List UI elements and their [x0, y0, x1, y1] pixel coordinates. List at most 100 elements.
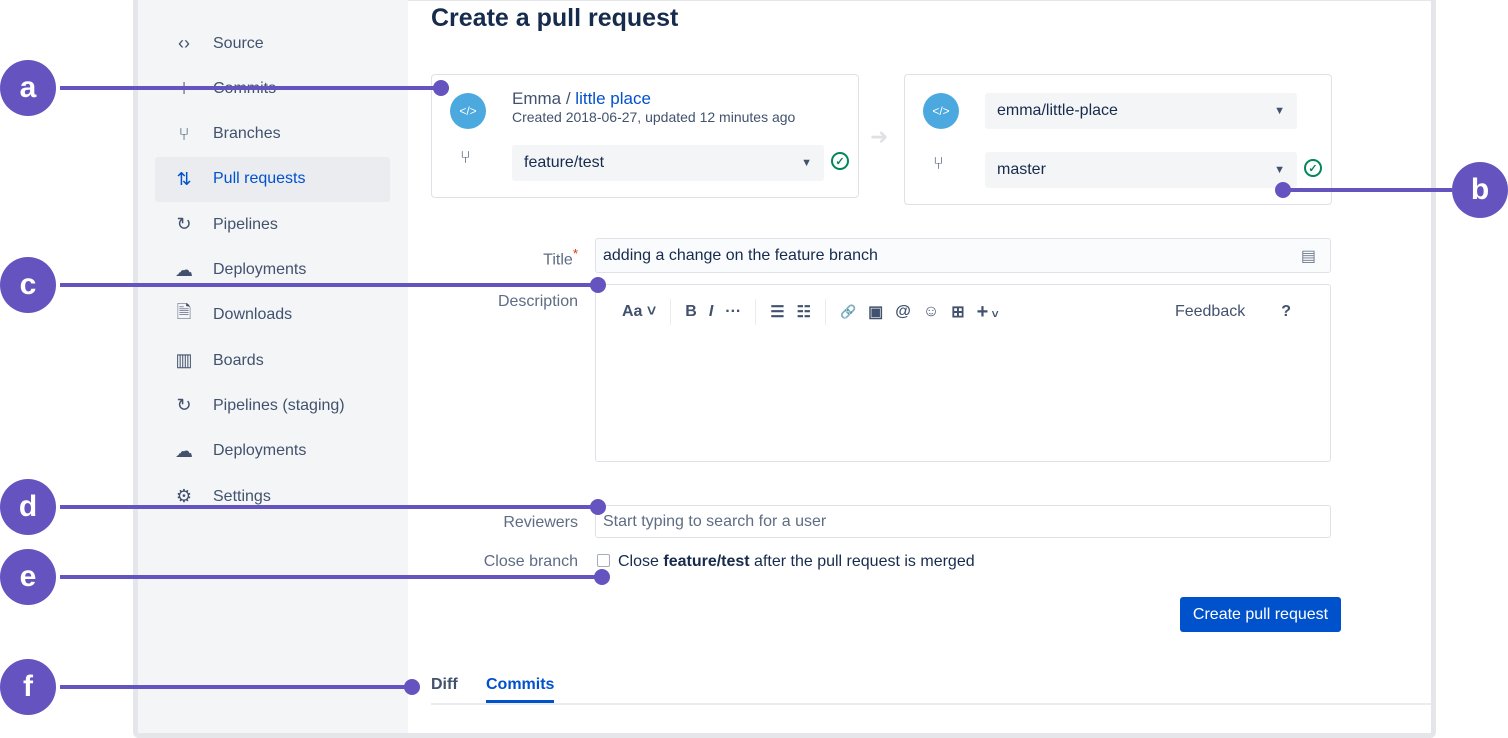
callout-f: f — [0, 659, 56, 715]
insert-button[interactable]: + ˅ — [976, 300, 999, 323]
title-input[interactable]: adding a change on the feature branch ▤ — [595, 238, 1331, 273]
sidebar-item-label: Pull requests — [213, 170, 306, 188]
feedback-button[interactable]: Feedback — [1174, 303, 1246, 320]
callout-dot — [594, 569, 610, 585]
page-title: Create a pull request — [431, 4, 679, 32]
branch-icon: ⑂ — [933, 153, 944, 173]
sidebar — [138, 0, 408, 733]
tabs-divider — [431, 703, 1431, 705]
branch-icon: ⑂ — [178, 123, 190, 144]
title-value: adding a change on the feature branch — [603, 246, 878, 264]
sidebar-item-deployments[interactable]: ☁ Deployments — [155, 248, 390, 293]
callout-a: a — [0, 60, 56, 116]
text-style-button[interactable]: Aa ˅ — [622, 303, 657, 320]
callout-line — [60, 575, 602, 579]
sidebar-item-pull-requests[interactable]: ⇅ Pull requests — [155, 156, 390, 202]
sidebar-item-pipelines[interactable]: ↻ Pipelines — [155, 202, 390, 247]
repo-icon: </> — [923, 93, 959, 129]
callout-line — [60, 685, 412, 689]
repo-icon: </> — [450, 93, 486, 129]
sidebar-item-label: Pipelines (staging) — [213, 396, 345, 414]
sidebar-item-boards[interactable]: ▥Boards — [155, 338, 390, 383]
gear-icon: ⚙ — [175, 486, 193, 506]
create-pull-request-button[interactable]: Create pull request — [1180, 597, 1341, 632]
chevron-down-icon: ▼ — [1274, 164, 1285, 176]
sidebar-item-branches[interactable]: ⑂ Branches — [155, 112, 390, 157]
image-icon[interactable]: ▣ — [868, 304, 884, 321]
id-card-icon: ▤ — [1300, 247, 1316, 265]
sidebar-item-source[interactable]: ‹› Source — [155, 21, 390, 66]
table-icon[interactable]: ⊞ — [951, 304, 965, 321]
sidebar-item-label: Settings — [213, 487, 271, 505]
editor-toolbar: Aa ˅ B I ··· ☰ ☷ 🔗 ▣ @ ☺ ⊞ + ˅ Feedback … — [596, 296, 1331, 328]
file-icon: 🗎 — [176, 302, 192, 323]
close-branch-text: Close feature/test after the pull reques… — [618, 553, 975, 570]
title-label: Title* — [543, 246, 578, 269]
sidebar-item-label: Boards — [213, 351, 264, 369]
code-icon: ‹› — [178, 33, 190, 53]
callout-line — [1283, 188, 1452, 192]
pipelines-icon: ↻ — [176, 214, 192, 235]
sidebar-item-label: Deployments — [213, 261, 307, 278]
pull-request-icon: ⇅ — [176, 168, 192, 189]
check-icon: ✓ — [1304, 159, 1322, 177]
callout-dot — [590, 277, 606, 293]
callout-dot — [590, 499, 606, 515]
source-branch-value: feature/test — [524, 154, 605, 171]
italic-button[interactable]: I — [708, 303, 714, 320]
emoji-icon[interactable]: ☺ — [922, 303, 940, 320]
callout-line — [60, 283, 598, 287]
mention-icon[interactable]: @ — [895, 303, 911, 320]
sidebar-item-label: Deployments — [213, 442, 307, 460]
chevron-down-icon: ▼ — [1274, 105, 1285, 117]
callout-dot — [1275, 182, 1291, 198]
check-icon: ✓ — [831, 152, 849, 170]
sidebar-item-settings[interactable]: ⚙ Settings — [155, 474, 390, 519]
callout-c: c — [0, 257, 56, 313]
destination-branch-select[interactable]: master ▼ — [985, 152, 1297, 188]
callout-dot — [433, 80, 449, 96]
tab-commits[interactable]: Commits — [486, 676, 555, 703]
description-editor[interactable] — [595, 284, 1331, 462]
callout-line — [60, 505, 598, 509]
sidebar-item-label: Pipelines — [213, 215, 278, 233]
cloud-upload-icon: ☁ — [175, 259, 193, 280]
bullet-list-icon[interactable]: ☰ — [770, 304, 785, 321]
tab-diff[interactable]: Diff — [431, 676, 458, 693]
close-branch-label: Close branch — [483, 553, 578, 570]
more-formatting-button[interactable]: ··· — [725, 303, 742, 320]
repo-link[interactable]: little place — [575, 89, 651, 108]
sidebar-item-label: Branches — [213, 125, 281, 143]
destination-branch-value: master — [997, 161, 1046, 178]
destination-card: </> emma/little-place ▼ ⑂ master ▼ ✓ — [904, 74, 1332, 205]
reviewers-input[interactable]: Start typing to search for a user — [595, 505, 1331, 538]
callout-dot — [404, 679, 420, 695]
source-branch-select[interactable]: feature/test ▼ — [512, 145, 824, 181]
sidebar-item-label: Downloads — [213, 306, 293, 324]
repo-meta: Created 2018-06-27, updated 12 minutes a… — [512, 109, 796, 125]
repo-owner: Emma — [512, 89, 562, 108]
bold-button[interactable]: B — [685, 303, 697, 320]
sidebar-item-deployments[interactable]: ☁ Deployments — [155, 429, 390, 474]
sidebar-item-downloads[interactable]: 🗎 Downloads — [155, 293, 390, 338]
destination-repo-value: emma/little-place — [997, 102, 1118, 119]
reviewers-placeholder: Start typing to search for a user — [603, 512, 827, 530]
help-icon[interactable]: ? — [1281, 303, 1291, 320]
cloud-upload-icon: ☁ — [175, 440, 193, 461]
pipelines-icon: ↻ — [176, 395, 192, 416]
link-icon[interactable]: 🔗 — [839, 304, 857, 319]
callout-line — [60, 86, 441, 90]
callout-b: b — [1452, 162, 1508, 218]
description-label: Description — [497, 293, 578, 310]
destination-repo-select[interactable]: emma/little-place ▼ — [985, 93, 1297, 129]
arrow-right-icon: ➜ — [870, 124, 889, 149]
callout-d: d — [0, 479, 56, 535]
branch-icon: ⑂ — [460, 147, 471, 167]
sidebar-item-pipelines-staging[interactable]: ↻ Pipelines (staging) — [155, 383, 390, 428]
numbered-list-icon[interactable]: ☷ — [796, 304, 811, 321]
reviewers-label: Reviewers — [503, 514, 578, 531]
close-branch-checkbox[interactable] — [597, 554, 610, 567]
chevron-down-icon: ▼ — [801, 157, 812, 169]
sidebar-item-label: Source — [213, 34, 264, 52]
callout-e: e — [0, 549, 56, 605]
